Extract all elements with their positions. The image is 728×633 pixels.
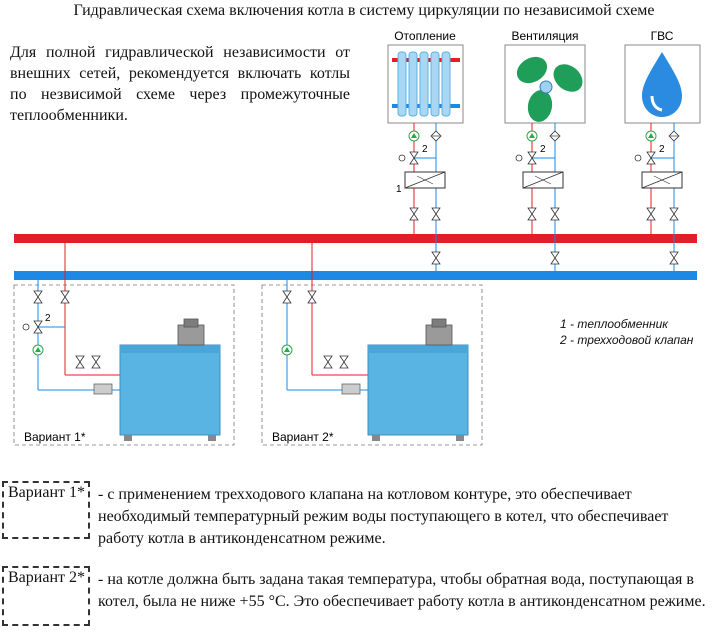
marker-two-hot-water: 2 bbox=[659, 144, 665, 155]
variant-2-text: - на котле должна быть задана такая темп… bbox=[98, 571, 706, 610]
legend-item-three-way-valve: 2 - трехходовой клапан bbox=[560, 333, 694, 347]
variant-2-box bbox=[2, 566, 90, 626]
boiler-scheme-variant-1: 2 bbox=[13, 243, 235, 446]
variant-1-box bbox=[2, 481, 90, 539]
scheme-label-variant-1: Вариант 1* bbox=[24, 430, 86, 444]
scheme-label-variant-2: Вариант 2* bbox=[272, 430, 334, 444]
consumer-branch-heating: 2 1 bbox=[396, 123, 446, 271]
marker-one-heating: 1 bbox=[396, 184, 402, 195]
consumer-branch-ventilation: 2 bbox=[515, 123, 564, 271]
legend: 1 - теплообменник 2 - трехходовой клапан bbox=[560, 316, 693, 348]
system-label-hot-water: ГВС bbox=[651, 29, 674, 43]
fan-icon bbox=[504, 44, 586, 124]
water-drop-icon bbox=[624, 44, 701, 124]
legend-item-heat-exchanger: 1 - теплообменник bbox=[560, 317, 668, 331]
supply-main-line bbox=[14, 234, 697, 243]
system-label-ventilation: Вентиляция bbox=[511, 29, 578, 43]
page-title: Гидравлическая схема включения котла в с… bbox=[73, 2, 655, 19]
hydraulic-diagram: Отопление Вентиляция ГВС 2 1 2 bbox=[13, 29, 701, 446]
variant-1-label: Вариант 1* bbox=[8, 484, 85, 501]
marker-two-ventilation: 2 bbox=[540, 144, 546, 155]
variant-2-label: Вариант 2* bbox=[8, 569, 85, 586]
intro-text: Для полной гидравлической независимости … bbox=[10, 44, 350, 124]
variant-1-text: - с применением трехходового клапана на … bbox=[98, 486, 669, 547]
radiator-icon bbox=[387, 44, 464, 124]
marker-two-heating: 2 bbox=[422, 144, 428, 155]
system-label-heating: Отопление bbox=[394, 29, 456, 43]
consumer-branch-hot-water: 2 bbox=[634, 123, 683, 271]
return-main-line bbox=[14, 271, 697, 280]
boiler-scheme-variant-2 bbox=[261, 243, 483, 446]
marker-two-variant-1: 2 bbox=[45, 313, 51, 324]
